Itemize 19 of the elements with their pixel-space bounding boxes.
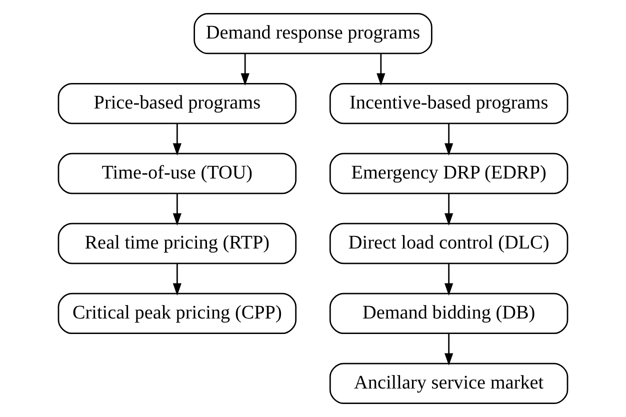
node-box: Emergency DRP (EDRP) — [329, 152, 568, 194]
node-box: Demand bidding (DB) — [329, 292, 568, 334]
arrow — [444, 334, 454, 366]
arrow — [376, 54, 386, 86]
node-box: Demand response programs — [194, 12, 432, 54]
node-box: Incentive-based programs — [329, 82, 568, 124]
arrow — [240, 54, 250, 86]
arrow — [444, 194, 454, 226]
node-box: Price-based programs — [58, 82, 297, 124]
arrow — [444, 124, 454, 156]
arrow — [172, 124, 182, 156]
node-box: Real time pricing (RTP) — [58, 222, 297, 264]
arrow — [172, 264, 182, 296]
node-box: Ancillary service market — [329, 362, 568, 404]
node-box: Direct load control (DLC) — [329, 222, 568, 264]
arrow — [172, 194, 182, 226]
node-box: Time-of-use (TOU) — [58, 152, 297, 194]
arrow — [444, 264, 454, 296]
node-box: Critical peak pricing (CPP) — [58, 292, 297, 334]
